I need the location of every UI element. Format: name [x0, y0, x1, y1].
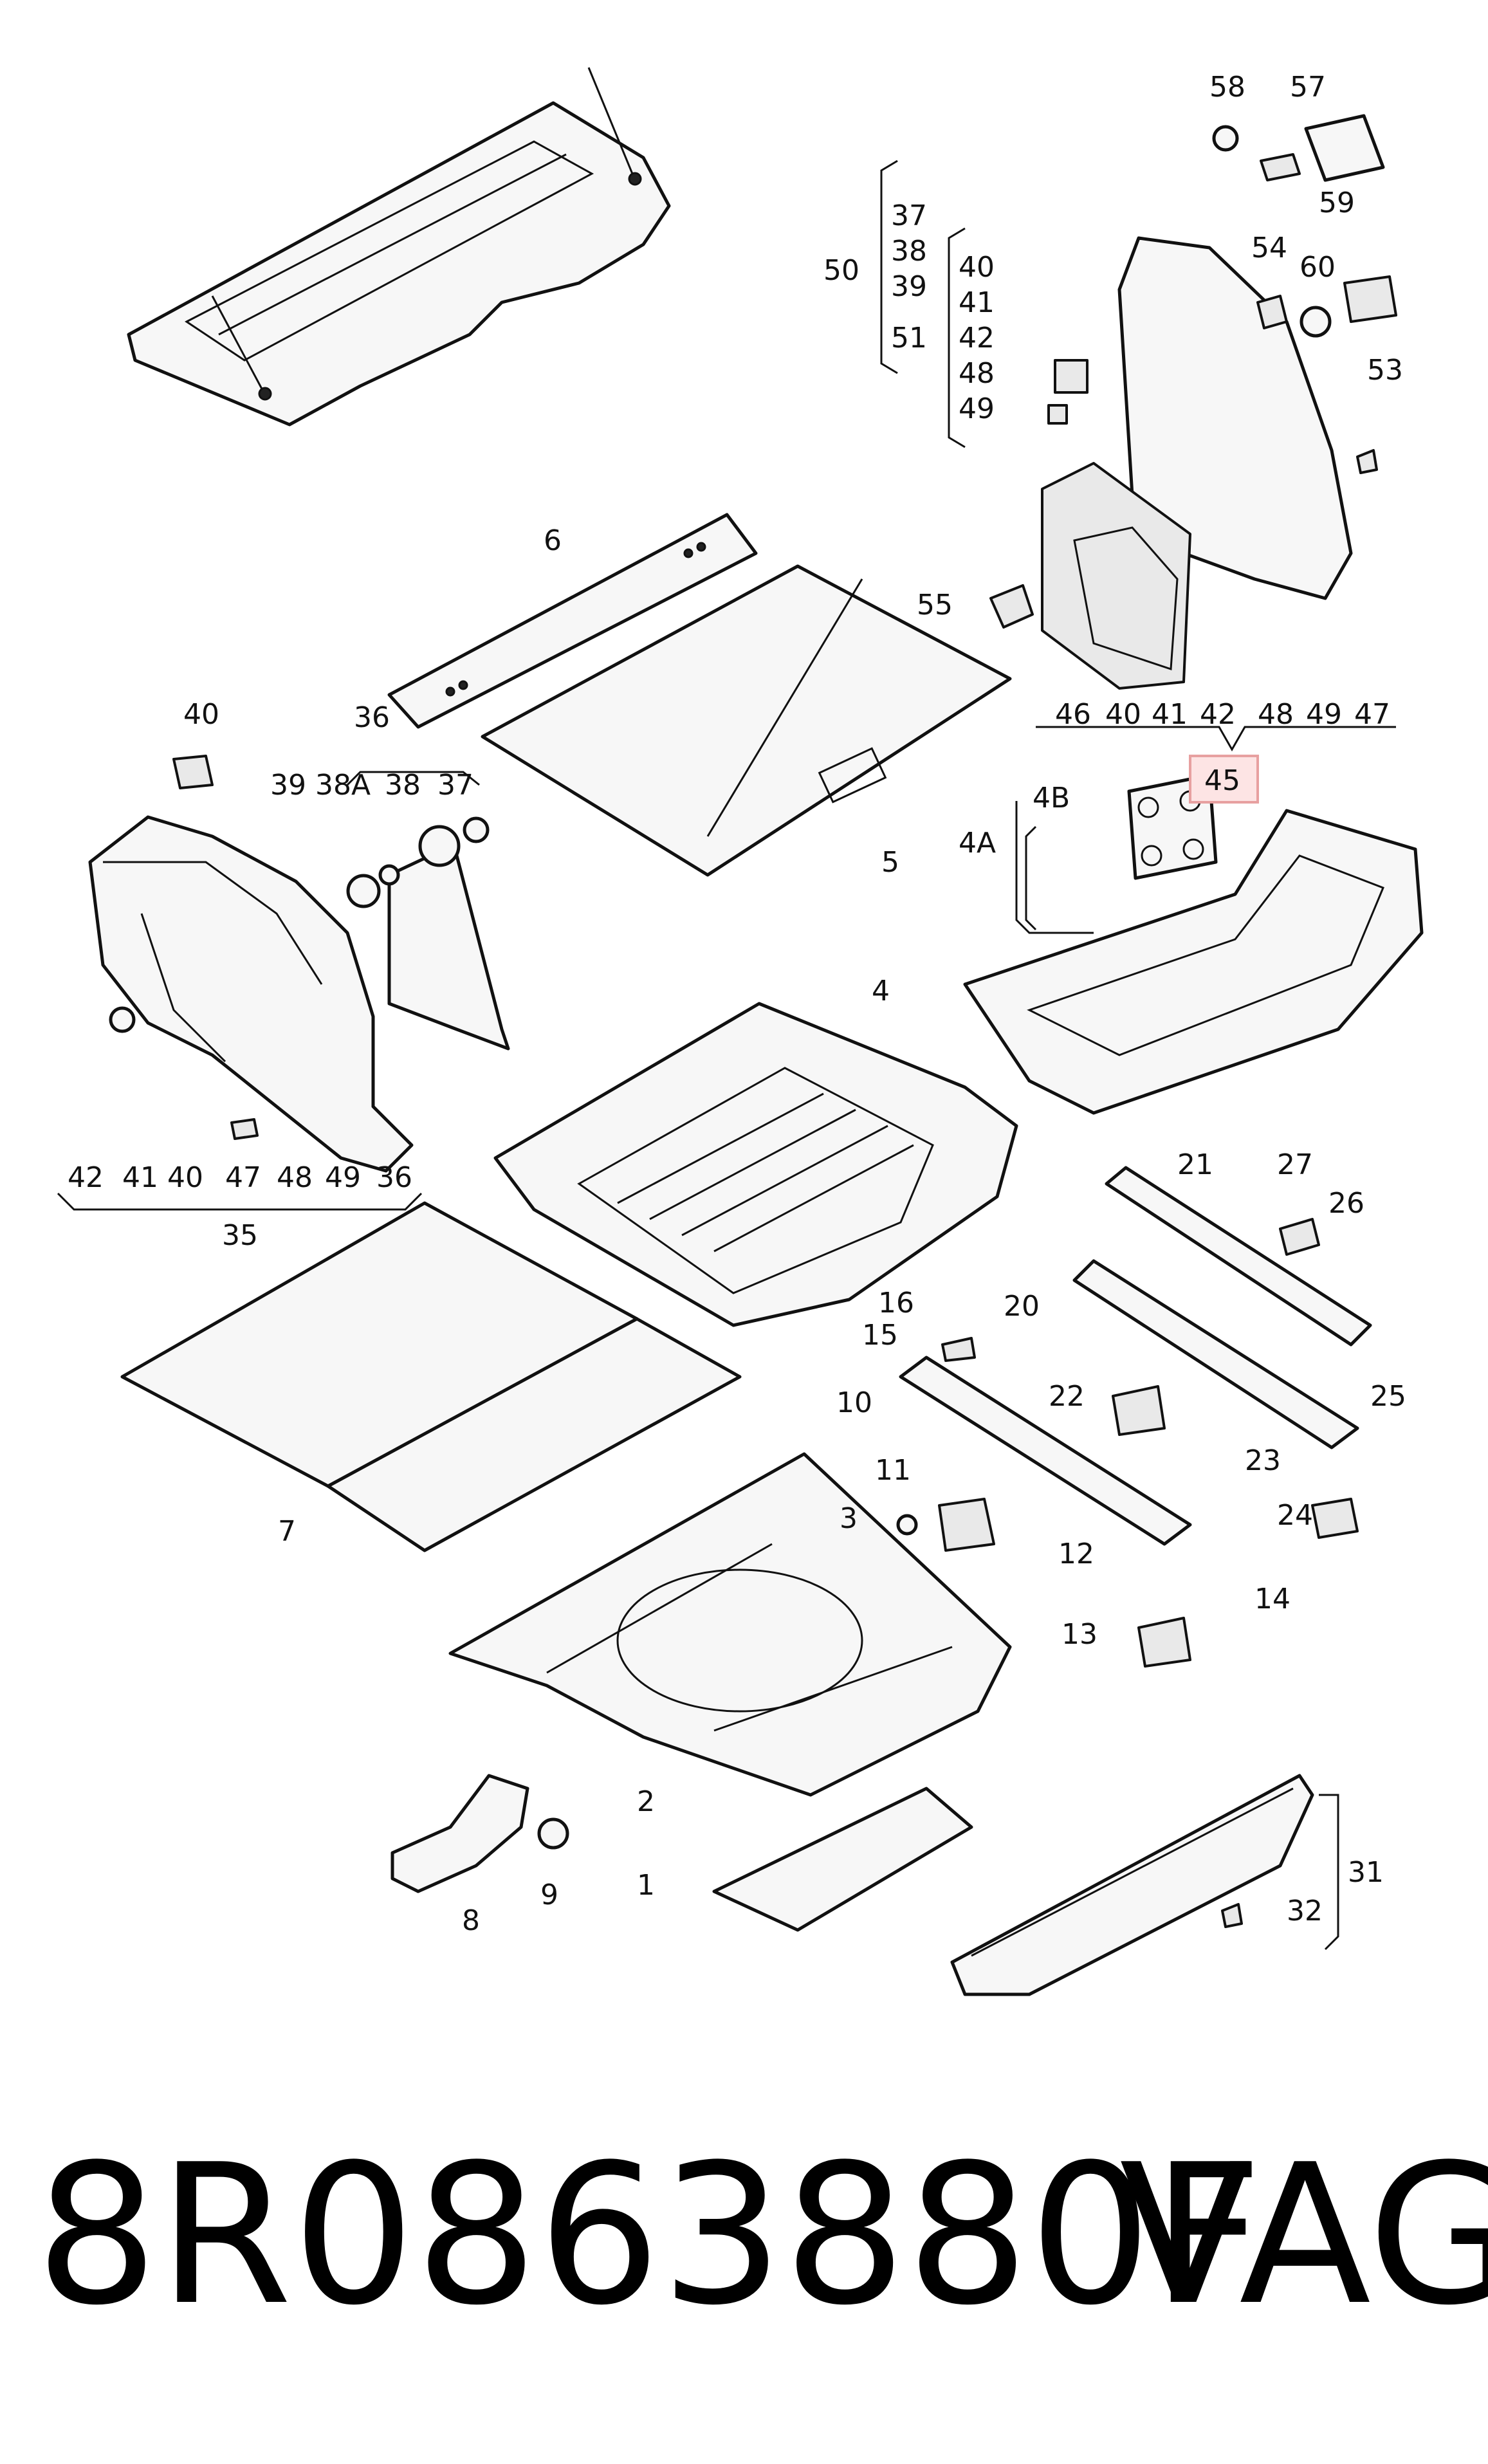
label-21: 21: [1177, 1148, 1213, 1181]
label-22: 22: [1049, 1380, 1085, 1413]
bracket-57: [1212, 114, 1397, 474]
label-49b: 49: [1306, 698, 1342, 731]
label-59: 59: [1319, 187, 1355, 219]
label-41c: 41: [122, 1161, 158, 1194]
label-26: 26: [1328, 1187, 1364, 1220]
left-side-trim: [88, 755, 414, 1173]
label-12: 12: [1058, 1538, 1094, 1570]
label-41b: 41: [1152, 698, 1188, 731]
label-38: 38: [891, 235, 927, 268]
label-10: 10: [836, 1386, 872, 1419]
label-42c: 42: [68, 1161, 104, 1194]
label-38A: 38A: [315, 769, 371, 802]
spare-wheel-tray: [963, 809, 1424, 1115]
label-46: 46: [1055, 698, 1091, 731]
label-14: 14: [1254, 1583, 1291, 1615]
label-4B: 4B: [1033, 782, 1070, 814]
label-41: 41: [959, 286, 995, 319]
label-49: 49: [959, 392, 995, 425]
label-20: 20: [1004, 1290, 1040, 1323]
label-57: 57: [1290, 71, 1326, 104]
callout-labels: 58 57 59 54 60 53 50 37 38 39 40 41 51 4…: [68, 71, 1406, 1937]
label-31: 31: [1348, 1856, 1384, 1889]
label-51: 51: [891, 322, 927, 354]
label-48b: 48: [1258, 698, 1294, 731]
sill-bars: [1072, 1166, 1372, 1539]
label-5: 5: [881, 846, 899, 879]
label-7: 7: [278, 1515, 296, 1548]
label-4: 4: [872, 975, 890, 1007]
label-47: 47: [1354, 698, 1390, 731]
label-8: 8: [462, 1904, 480, 1937]
label-25: 25: [1370, 1380, 1406, 1413]
label-15: 15: [862, 1319, 898, 1352]
sill-cover: [950, 1774, 1314, 1996]
label-42: 42: [959, 322, 995, 354]
right-side-trim: [989, 236, 1353, 690]
label-11: 11: [875, 1454, 911, 1487]
label-27: 27: [1277, 1148, 1313, 1181]
label-53: 53: [1367, 354, 1403, 387]
label-36b: 36: [376, 1161, 412, 1194]
label-2: 2: [637, 1785, 655, 1818]
cross-member: [896, 1337, 1192, 1668]
label-58: 58: [1209, 71, 1245, 104]
label-40d: 40: [167, 1161, 203, 1194]
label-40b: 40: [1105, 698, 1141, 731]
label-4A: 4A: [959, 827, 996, 860]
parcel-shelf: [127, 67, 671, 427]
label-39b: 39: [270, 769, 306, 802]
label-35: 35: [222, 1219, 258, 1252]
label-1: 1: [637, 1869, 655, 1902]
label-39: 39: [891, 270, 927, 303]
folding-floor: [120, 1201, 742, 1552]
floor-pan: [448, 1452, 1012, 1797]
label-13: 13: [1061, 1618, 1098, 1651]
boot-tray: [493, 1002, 1018, 1327]
label-54: 54: [1251, 232, 1287, 264]
left-cover-36: [346, 816, 510, 1051]
floor-strip: [387, 513, 758, 729]
label-23: 23: [1245, 1444, 1281, 1477]
leader-lines: [57, 160, 1396, 1951]
label-40: 40: [959, 251, 995, 284]
label-50: 50: [823, 254, 859, 287]
label-16: 16: [878, 1287, 914, 1319]
label-45: 45: [1204, 764, 1240, 797]
label-37b: 37: [437, 769, 473, 802]
underbody-shield: [712, 1787, 973, 1932]
part-number: 8R0863880F: [35, 2123, 1263, 2348]
label-38b: 38: [385, 769, 421, 802]
label-24: 24: [1277, 1499, 1313, 1532]
brand-name: VAG: [1119, 2123, 1488, 2348]
label-9: 9: [540, 1879, 558, 1911]
bracket-8: [390, 1774, 569, 1893]
highlight-box: [1189, 755, 1259, 804]
floor-panel: [481, 564, 1012, 877]
label-37: 37: [891, 199, 927, 232]
label-48: 48: [959, 357, 995, 390]
label-40c: 40: [183, 698, 219, 731]
label-6: 6: [544, 524, 562, 557]
label-55: 55: [917, 589, 953, 621]
label-32: 32: [1287, 1895, 1323, 1927]
label-3: 3: [840, 1502, 858, 1535]
label-47b: 47: [225, 1161, 261, 1194]
label-42b: 42: [1200, 698, 1236, 731]
label-49c: 49: [325, 1161, 361, 1194]
label-48c: 48: [277, 1161, 313, 1194]
label-36: 36: [354, 701, 390, 734]
label-60: 60: [1300, 251, 1336, 284]
